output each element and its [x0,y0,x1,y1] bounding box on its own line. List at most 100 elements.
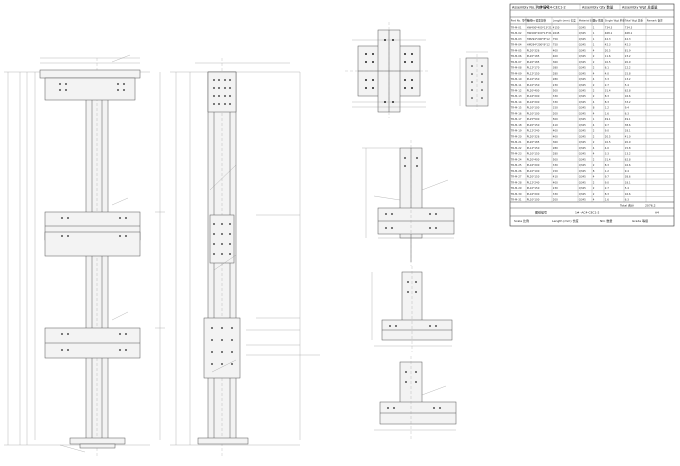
bom-cell: 4150 [553,25,560,29]
bom-cell: TR-M-08 [511,66,522,70]
bom-cell: 230 [553,186,558,190]
bom-cell: 16.6 [625,94,631,98]
bom-cell: 280 [553,71,558,75]
bom-cell: 200 [553,111,558,115]
bolt-group [387,371,441,409]
bom-cell: 4 [593,48,595,52]
bom-cell: 10.5 [605,60,611,64]
column-elevation-middle [170,58,320,458]
side-plate-detail [459,51,489,110]
column-elevation-left [4,54,165,458]
bom-cell: 2 [593,94,595,98]
bom-cell: TR-M-20 [511,134,522,138]
bom-cell: 38.6 [625,123,631,127]
bom-cell: 15.8 [625,71,631,75]
bom-cell: HM294*200*8*12 [527,43,550,47]
bom-cell: 1 [593,117,595,121]
bolt-group [211,79,233,365]
bom-cell: Q345 [579,100,586,104]
bom-cell: PL16*200 [527,94,540,98]
bom-cell: 9.7 [605,123,609,127]
bom-cell: Q345 [579,60,586,64]
bom-cell: Q345 [579,77,586,81]
bom-cell: PL20*326 [527,134,540,138]
bom-cell: 2 [593,163,595,167]
bom-cell: 360 [553,140,558,144]
bom-cell: PL12*170 [527,66,540,70]
bom-cell: 9.4 [625,169,629,173]
bom-cell: 750 [553,43,558,47]
bom-cell: 9.7 [605,175,609,179]
bom-cell: Q345 [579,111,586,115]
bom-cell: Q345 [579,48,586,52]
bom-cell: 4 [593,77,595,81]
bom-cell: Q345 [579,106,586,110]
bom-cell: 360 [553,60,558,64]
bom-cell: Q345 [579,117,586,121]
bom-cell: 500 [553,89,558,93]
bom-cell: 38.6 [625,175,631,179]
bom-cell: 410 [553,123,558,127]
bom-cell: 5.4 [625,186,629,190]
bom-cell: 49.1 [625,117,631,121]
bom-cell: 280 [553,77,558,81]
bom-cell: PL10*100 [527,198,540,202]
bom-cell: 400 [553,180,558,184]
bom-cell: 330 [553,94,558,98]
bom-cell: TR-M-27 [511,175,522,179]
bom-cell: Q345 [579,71,586,75]
bom-cell: 4 [593,100,595,104]
bom-cell: TR-M-21 [511,140,522,144]
bom-cell: TR-M-22 [511,146,522,150]
bom-cell: TR-M-09 [511,71,522,75]
bom-cell: 468.1 [605,31,613,35]
bolt-group [59,83,127,351]
bom-cell: TR-M-26 [511,169,522,173]
bom-cell: 20.9 [625,60,631,64]
bom-cell: PL16*200 [527,100,540,104]
bom-cell: 1 [593,31,595,35]
bom-cell: PL20*400 [527,157,540,161]
bom-cell: 23.2 [625,54,631,58]
bom-cell: 31.4 [605,157,611,161]
bom-cell: PL12*150 [527,71,540,75]
bom-cell: 16.6 [625,163,631,167]
bom-cell: TR-M-30 [511,192,522,196]
bom-cell: Q345 [579,180,586,184]
bom-cell: 16.6 [625,192,631,196]
bom-cell: 2 [593,129,595,133]
bom-cell: 4.0 [605,146,609,150]
bom-cell: PL10*150 [527,83,540,87]
bom-cell: 12.2 [625,66,631,70]
bom-cell: 4.0 [605,71,609,75]
bolt-group [365,39,413,103]
bom-cell: TR-M-31 [511,198,522,202]
bom-cell: Q345 [579,157,586,161]
bom-cell: 8.3 [605,192,609,196]
bom-cell: 3.3 [605,77,609,81]
bom-cell: 2 [593,140,595,144]
bom-cell: PL20*150 [527,175,540,179]
bom-cell: 280 [553,146,558,150]
connection-plan-top [345,22,430,118]
bom-cell: 13.2 [625,77,631,81]
bom-cell: 8.3 [605,100,609,104]
bom-cell: PL16*200 [527,192,540,196]
bom-cell: 62.8 [625,157,631,161]
bom-cell: Q345 [579,31,586,35]
bom-cell: TR-M-10 [511,77,522,81]
bom-cell: 6.1 [605,66,609,70]
section-a [362,140,455,266]
bom-cell: 6.3 [625,198,629,202]
bom-cell: 734.3 [625,25,633,29]
bom-cell: 49.1 [605,117,611,121]
bom-cell: 500 [553,157,558,161]
bom-cell: 41.0 [625,134,631,138]
bom-cell: PL20*150 [527,123,540,127]
bom-cell: PL10*100 [527,111,540,115]
bom-cell: 2 [593,186,595,190]
bom-footer-length: Length (mm) 长度 [552,218,578,223]
